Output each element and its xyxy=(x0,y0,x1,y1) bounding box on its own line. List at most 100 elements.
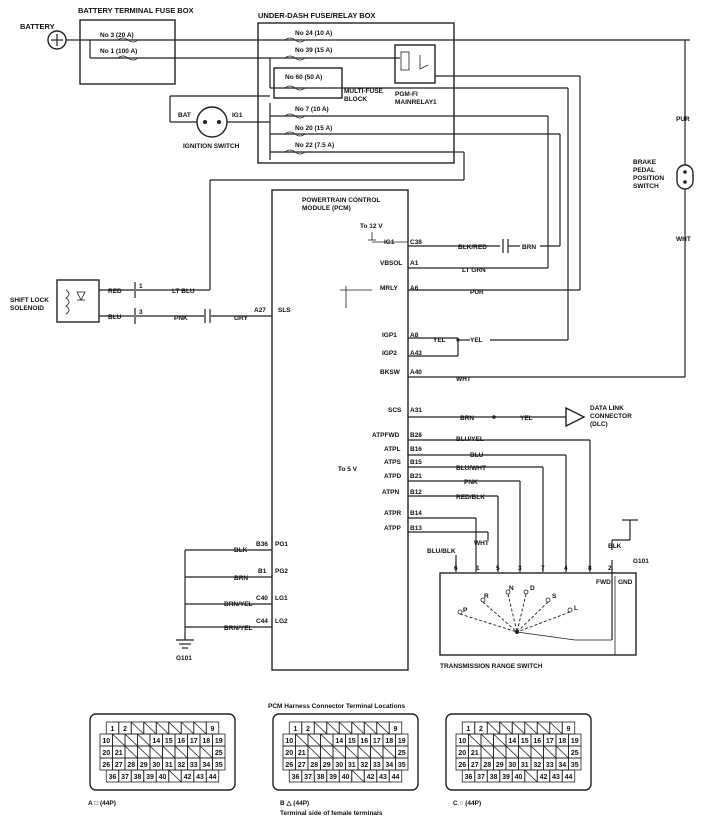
wire-b13: WHT xyxy=(474,540,489,547)
connector-blank-mark xyxy=(536,721,551,735)
connector-blank-mark xyxy=(332,745,346,759)
connector-terminal-number: 40 xyxy=(159,774,167,781)
battery-label: BATTERY xyxy=(20,22,55,31)
connector-cell xyxy=(205,769,220,783)
connector-terminal-number: 43 xyxy=(379,774,387,781)
pin-b15: B15 xyxy=(410,459,422,466)
pin-sls-sig: SLS xyxy=(278,307,291,314)
connector-blank-mark xyxy=(549,721,563,735)
wire-c44: BRN/YEL xyxy=(224,625,253,632)
connector-blank-mark xyxy=(137,745,151,759)
connector-terminal-number: 33 xyxy=(546,762,554,769)
connector-housing xyxy=(272,713,419,791)
trs-pin-4: 4 xyxy=(564,565,568,572)
pin-scs-sig: SCS xyxy=(388,407,402,414)
connector-terminal-number: 20 xyxy=(102,750,110,757)
connector-terminal-number: 18 xyxy=(558,738,566,745)
brake-label-1: BRAKE xyxy=(633,159,657,166)
connector-blank-mark xyxy=(124,745,138,759)
wire-c38: BLK/RED xyxy=(458,244,487,251)
connector-terminal-number: 31 xyxy=(521,762,529,769)
trs-pin-5: 5 xyxy=(496,565,500,572)
connector-blank-mark xyxy=(180,721,195,735)
connector-terminal-number: 36 xyxy=(465,774,473,781)
connector-blank-mark xyxy=(543,745,557,759)
shift-lock-label-2: SOLENOID xyxy=(10,305,44,312)
trs-pos-d: D xyxy=(530,585,535,592)
pin-c44: C44 xyxy=(256,618,268,625)
connector-blank-mark xyxy=(363,721,378,735)
underdash-fuse-relay-box: UNDER-DASH FUSE/RELAY BOX No 24 (10 A) N… xyxy=(175,11,690,164)
connector-terminal-number: 30 xyxy=(508,762,516,769)
connector-terminal-number: 2 xyxy=(123,726,127,733)
ign-ig1-label: IG1 xyxy=(232,112,243,119)
connector-blank-mark xyxy=(480,733,494,747)
connector-terminal-number: 34 xyxy=(385,762,393,769)
connector-blank-mark xyxy=(382,745,396,759)
pin-b14: B14 xyxy=(410,510,422,517)
connector-terminal-number: 30 xyxy=(152,762,160,769)
connector-blank-mark xyxy=(486,721,501,735)
connector-blank-mark xyxy=(524,721,538,735)
connector-blank-mark xyxy=(137,733,151,747)
pcm-title-2: MODULE (PCM) xyxy=(302,205,351,212)
red-label: RED xyxy=(108,288,122,295)
connector-c-label: C ○ (44P) xyxy=(453,800,481,807)
connector-b-label: B △ (44P) xyxy=(280,800,309,807)
connector-blank-mark xyxy=(511,721,526,735)
connector-blank-mark xyxy=(162,745,176,759)
multifuse-label-1: MULTI-FUSE xyxy=(344,88,384,95)
connector-blank-mark xyxy=(530,745,544,759)
connector-terminal-number: 26 xyxy=(458,762,466,769)
connector-blank-mark xyxy=(193,721,207,735)
connector-terminal-number: 28 xyxy=(310,762,318,769)
g101-left-label: G101 xyxy=(176,655,192,662)
connector-blank-mark xyxy=(149,745,163,759)
pur-label: PUR xyxy=(676,116,690,123)
connector-terminal-number: 16 xyxy=(360,738,368,745)
wire-a31: BRN xyxy=(460,415,474,422)
connector-terminal-number: 17 xyxy=(546,738,554,745)
connector-title: PCM Harness Connector Terminal Locations xyxy=(268,703,406,710)
main-relay-label-1: PGM-FI xyxy=(395,91,418,98)
connector-terminal-number: 29 xyxy=(140,762,148,769)
connector-blank-mark xyxy=(505,745,519,759)
connector-blank-mark xyxy=(112,733,126,747)
connector-terminal-number: 31 xyxy=(348,762,356,769)
connector-terminal-number: 42 xyxy=(367,774,375,781)
connector-blank-mark xyxy=(320,745,334,759)
connector-terminal-number: 14 xyxy=(335,738,343,745)
connector-terminal-number: 17 xyxy=(373,738,381,745)
connector-terminal-number: 16 xyxy=(533,738,541,745)
pin-a27: A27 xyxy=(254,307,266,314)
wire-a40: WHT xyxy=(456,376,471,383)
battery-fuse-box-title: BATTERY TERMINAL FUSE BOX xyxy=(78,6,194,15)
connector-terminal-number: 44 xyxy=(209,774,217,781)
connector-terminal-number: 1 xyxy=(467,726,471,733)
connector-terminal-number: 39 xyxy=(329,774,337,781)
wire-a6: PUR xyxy=(470,289,484,296)
connector-terminal-number: 34 xyxy=(202,762,210,769)
connector-terminal-number: 1 xyxy=(111,726,115,733)
dlc-label-1: DATA LINK xyxy=(590,405,624,412)
connector-terminal-number: 31 xyxy=(165,762,173,769)
connector-terminal-number: 32 xyxy=(177,762,185,769)
fuse-39-label: No 39 (15 A) xyxy=(295,47,332,54)
connector-terminal-number: 15 xyxy=(348,738,356,745)
battery-terminal-fuse-box: BATTERY TERMINAL FUSE BOX No 3 (20 A) No… xyxy=(78,6,194,85)
shift-pin-3: 3 xyxy=(139,309,143,316)
connector-terminal-number: 10 xyxy=(458,738,466,745)
connector-terminal-number: 15 xyxy=(521,738,529,745)
connector-terminal-number: 33 xyxy=(190,762,198,769)
yel-label: YEL xyxy=(470,337,483,344)
connector-terminal-number: 18 xyxy=(202,738,210,745)
wire-a8: YEL xyxy=(433,337,446,344)
connector-terminal-number: 10 xyxy=(285,738,293,745)
connector-terminal-number: 37 xyxy=(477,774,485,781)
connector-terminal-number: 9 xyxy=(211,726,215,733)
connector-terminal-number: 29 xyxy=(323,762,331,769)
shift-lock-label-1: SHIFT LOCK xyxy=(10,297,49,304)
connector-blank-mark xyxy=(295,733,309,747)
connector-a-label: A □ (44P) xyxy=(88,800,116,807)
